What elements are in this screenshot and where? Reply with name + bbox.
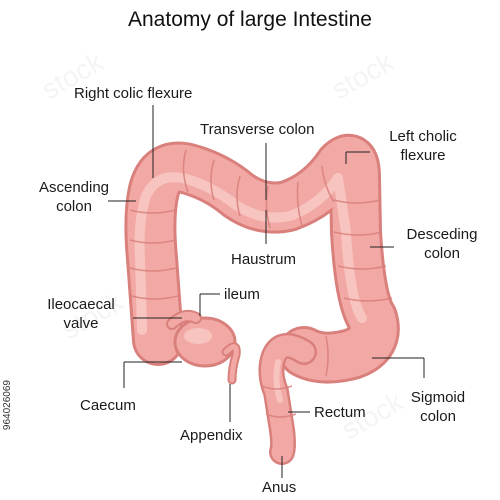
label-line: colon <box>424 245 460 262</box>
haustra <box>129 149 393 418</box>
colon-highlight <box>134 172 367 335</box>
label-line: colon <box>56 198 92 215</box>
stock-id: 964026069 <box>2 380 13 431</box>
label-rectum: Rectum <box>314 404 366 421</box>
label-line: Desceding <box>406 226 478 243</box>
label-appendix: Appendix <box>180 427 243 444</box>
label-line: Ileocaecal <box>47 296 115 313</box>
label-line: Sigmoid <box>410 389 466 406</box>
diagram-title: Anatomy of large Intestine <box>128 8 372 31</box>
label-ascending-colon: Ascending colon <box>28 178 120 216</box>
label-ileocaecal-valve: Ileocaecal valve <box>28 295 134 333</box>
label-anus: Anus <box>262 479 297 496</box>
label-line: Ascending <box>38 179 110 196</box>
colon-illustration <box>124 134 400 465</box>
label-ileum: ileum <box>224 286 260 303</box>
colon-body <box>127 137 397 381</box>
label-line: flexure <box>400 147 446 164</box>
label-caecum: Caecum <box>80 397 136 414</box>
label-left-colic-flexure: Left cholic flexure <box>378 127 468 165</box>
label-transverse-colon: Transverse colon <box>200 121 315 138</box>
label-descending-colon: Desceding colon <box>394 225 490 263</box>
label-sigmoid-colon: Sigmoid colon <box>396 388 480 426</box>
label-line: Left cholic <box>389 128 457 145</box>
rectum-body <box>260 335 315 463</box>
label-haustrum: Haustrum <box>231 251 297 268</box>
label-line: valve <box>63 315 99 332</box>
leader-lines <box>108 105 425 478</box>
label-right-colic-flexure: Right colic flexure <box>74 85 193 102</box>
label-line: colon <box>420 408 456 425</box>
